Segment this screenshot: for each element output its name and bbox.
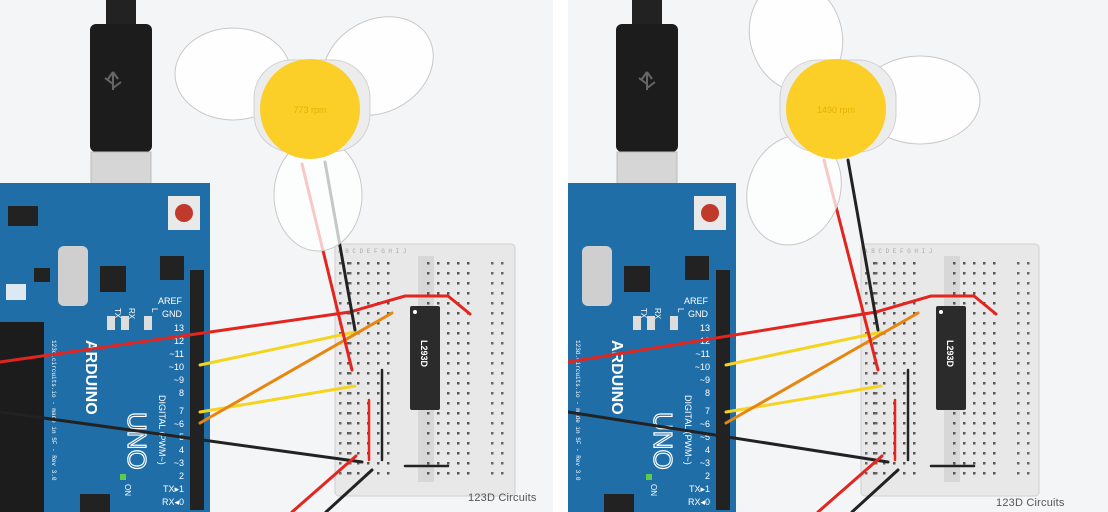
arduino-brand: ARDUINO <box>608 340 625 415</box>
wire-red-2 <box>290 454 358 512</box>
wires <box>0 160 472 512</box>
wire-black-2 <box>324 468 374 512</box>
on-label: ON <box>649 484 658 496</box>
l293d-chip <box>410 306 440 410</box>
gnd-label: GND <box>688 309 709 319</box>
brand-label: 123D Circuits <box>468 492 537 504</box>
breadboard-column-letters: A B C D E F G H I J <box>338 248 406 255</box>
wire-red-1 <box>0 294 472 364</box>
pin-label: 7 <box>179 406 184 416</box>
pin-label: TX▸1 <box>689 484 710 494</box>
wire-red-2 <box>816 454 884 512</box>
board-footer: 123d.circuits.io - made in SF - Rev 3.0 <box>50 340 57 481</box>
pin-label: 8 <box>705 388 710 398</box>
uno-label: UNO <box>122 412 152 470</box>
digital-label: DIGITAL (PWM~) <box>157 395 167 465</box>
pin-label: ~10 <box>695 362 710 372</box>
pin-label: ~5 <box>700 432 710 442</box>
pin-label: ~9 <box>700 375 710 385</box>
wire-orange-1 <box>198 311 394 425</box>
circuit-canvas-left: AREF GND 1312~11~10~987~6~54~32TX▸1RX◂0 … <box>0 0 516 512</box>
pin-label: 7 <box>705 406 710 416</box>
pin-label: TX▸1 <box>163 484 184 494</box>
wire-black-1 <box>0 410 364 464</box>
pin-label: 2 <box>179 471 184 481</box>
wire-black-2 <box>850 468 900 512</box>
aref-label: AREF <box>684 296 709 306</box>
chip-label: L293D <box>945 340 955 368</box>
pin-label: 8 <box>179 388 184 398</box>
pin-label: ~6 <box>700 419 710 429</box>
circuit-canvas-right: AREF GND 1312~11~10~987~6~54~32TX▸1RX◂0 … <box>568 0 1040 512</box>
tx-led-label: TX <box>113 308 122 319</box>
chip-label: L293D <box>419 340 429 368</box>
rx-led-label: RX <box>653 308 662 320</box>
pin-label: ~10 <box>169 362 184 372</box>
wire-yellow-1 <box>724 330 883 367</box>
pin-label: 4 <box>179 445 184 455</box>
usb-icon <box>638 71 656 90</box>
brand-label: 123D Circuits <box>996 497 1065 509</box>
rpm-readout: 773 rpm <box>293 105 326 115</box>
pin-label: ~9 <box>174 375 184 385</box>
pin-label: ~3 <box>700 458 710 468</box>
motor-wire-black <box>846 158 880 332</box>
wire-red-1 <box>568 294 998 364</box>
l-led-label: L <box>676 308 685 313</box>
pin-label: 2 <box>705 471 710 481</box>
uno-label: UNO <box>648 412 678 470</box>
pin-label: 4 <box>705 445 710 455</box>
l293d-chip <box>936 306 966 410</box>
rpm-readout: 1490 rpm <box>817 105 855 115</box>
rx-led-label: RX <box>127 308 136 320</box>
motor-rotor <box>786 59 886 159</box>
fan-motor <box>746 0 981 246</box>
arduino-brand: ARDUINO <box>82 340 99 415</box>
wire-orange-1 <box>724 311 920 425</box>
pin-label: ~3 <box>174 458 184 468</box>
motor-rotor <box>260 59 360 159</box>
usb-icon <box>104 71 122 90</box>
pin-label: RX◂0 <box>688 497 710 507</box>
aref-label: AREF <box>158 296 183 306</box>
breadboard-column-letters: A B C D E F G H I J <box>864 248 932 255</box>
fan-motor <box>174 16 434 252</box>
l-led-label: L <box>150 308 159 313</box>
panel-divider <box>553 0 568 512</box>
gnd-label: GND <box>162 309 183 319</box>
pin-label: 12 <box>174 336 184 346</box>
pin-label: RX◂0 <box>162 497 184 507</box>
pin-label: 13 <box>174 323 184 333</box>
tx-led-label: TX <box>639 308 648 319</box>
pin-label: ~11 <box>695 349 710 359</box>
board-footer: 123d.circuits.io - made in SF - Rev 3.0 <box>574 340 581 481</box>
pin-label: ~6 <box>174 419 184 429</box>
pin-label: 13 <box>700 323 710 333</box>
on-label: ON <box>123 484 132 496</box>
pin-label: ~11 <box>169 349 184 359</box>
wire-yellow-1 <box>198 330 357 367</box>
wire-black-1 <box>568 410 890 464</box>
